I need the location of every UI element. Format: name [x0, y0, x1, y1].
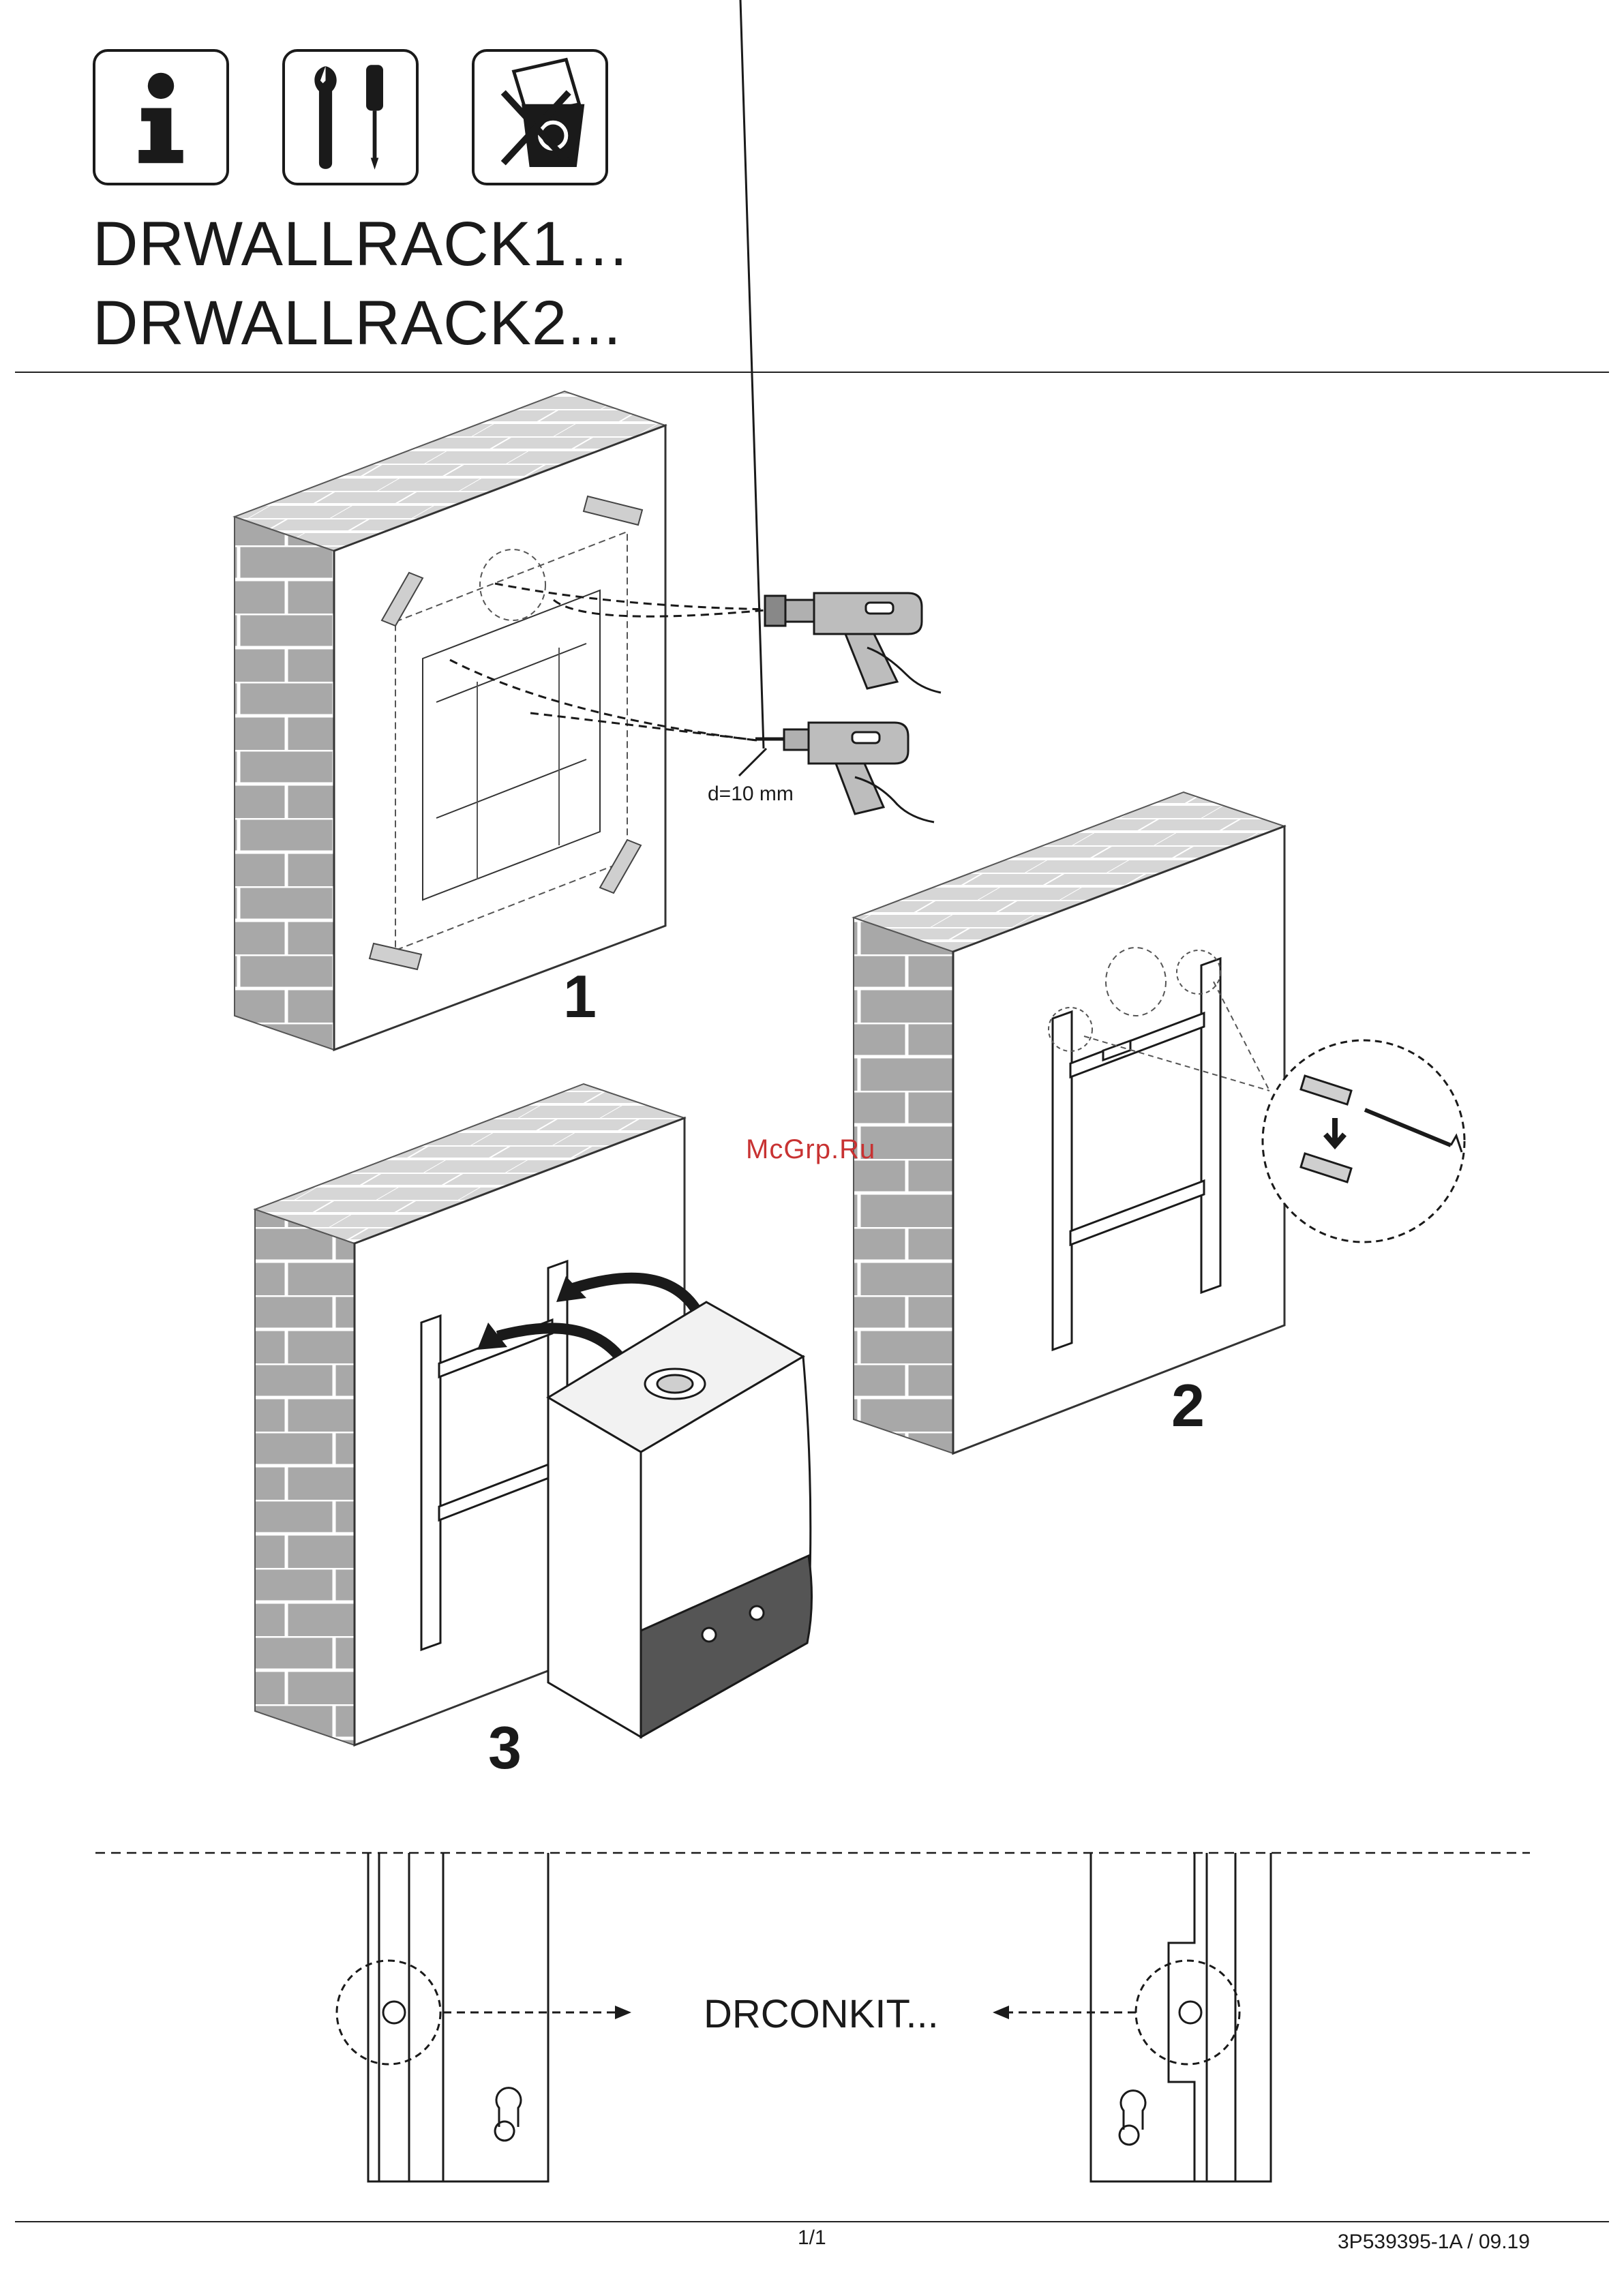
- watermark: McGrp.Ru: [746, 1136, 875, 1163]
- drill-size-label: d=10 mm: [708, 784, 794, 804]
- doc-reference: 3P539395-1A / 09.19: [1338, 2232, 1530, 2252]
- page-number: 1/1: [798, 2228, 826, 2248]
- rack-detail-right: [1002, 1853, 1271, 2181]
- drill-holesaw: [765, 593, 941, 693]
- rack-detail-left: [337, 1853, 627, 2181]
- wall-step-3: [255, 1084, 812, 1745]
- drill-size-leader: [739, 749, 766, 776]
- arrow-right-detail: [993, 2006, 1009, 2019]
- kit-label: DRCONKIT...: [704, 1995, 939, 2034]
- arrow-left-detail: [615, 2006, 631, 2019]
- wall-step-2: [854, 792, 1464, 1453]
- step-2-label: 2: [1171, 1376, 1205, 1436]
- drill-bit: [740, 0, 934, 822]
- step-1-label: 1: [563, 967, 597, 1027]
- footer-divider: [15, 2221, 1609, 2222]
- step-3-label: 3: [488, 1718, 522, 1778]
- wall-step-1: [235, 391, 773, 1050]
